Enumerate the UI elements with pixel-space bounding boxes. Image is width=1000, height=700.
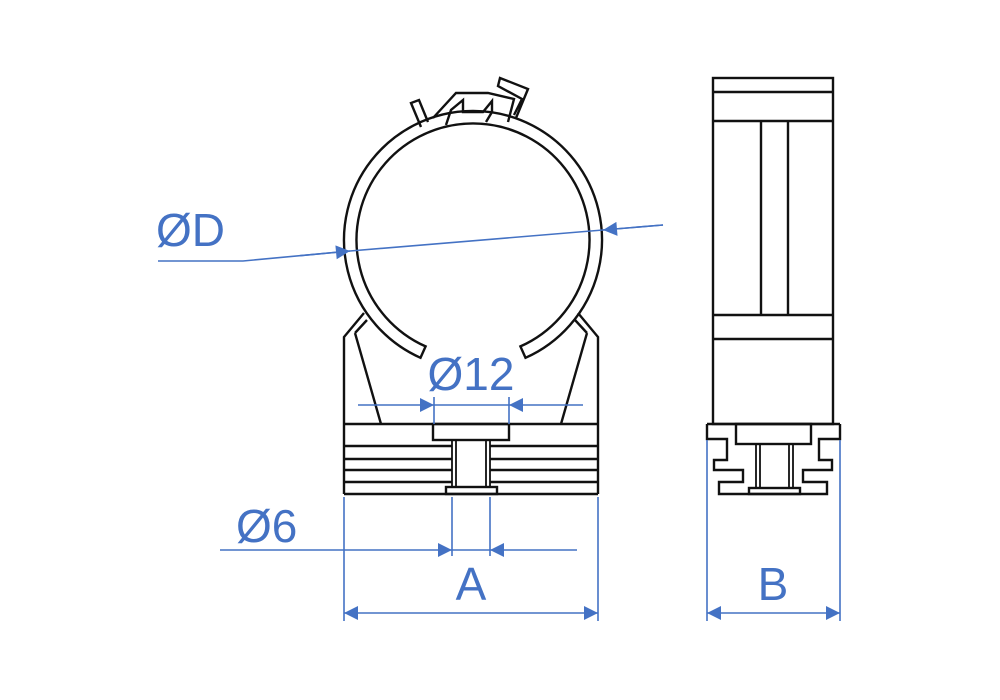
- center-block: [431, 422, 511, 442]
- label-b: B: [758, 558, 789, 610]
- dimension-b: B: [706, 440, 841, 621]
- side-bottom-plate: [747, 486, 802, 496]
- bottom-plate: [444, 485, 499, 496]
- side-body: [711, 76, 835, 426]
- label-diameter-12: Ø12: [428, 348, 515, 400]
- dimension-12: Ø12: [358, 348, 583, 424]
- label-diameter-6: Ø6: [236, 500, 297, 552]
- side-screw-stem: [755, 444, 794, 488]
- side-view: [705, 76, 842, 496]
- clip-body: [342, 312, 600, 494]
- dimension-a: A: [343, 497, 599, 621]
- front-view: [342, 76, 604, 496]
- dimension-6: Ø6: [220, 497, 577, 557]
- screw-stem: [451, 440, 491, 487]
- clip-base: [344, 422, 598, 496]
- label-a: A: [456, 558, 487, 610]
- dimension-d: ØD: [156, 204, 664, 262]
- side-base-profile: [705, 422, 842, 496]
- label-diameter-d: ØD: [156, 204, 225, 256]
- clip-latch: [409, 76, 530, 128]
- side-lines: [713, 90, 833, 341]
- side-center-block: [734, 422, 813, 446]
- clip-ring: [342, 109, 604, 360]
